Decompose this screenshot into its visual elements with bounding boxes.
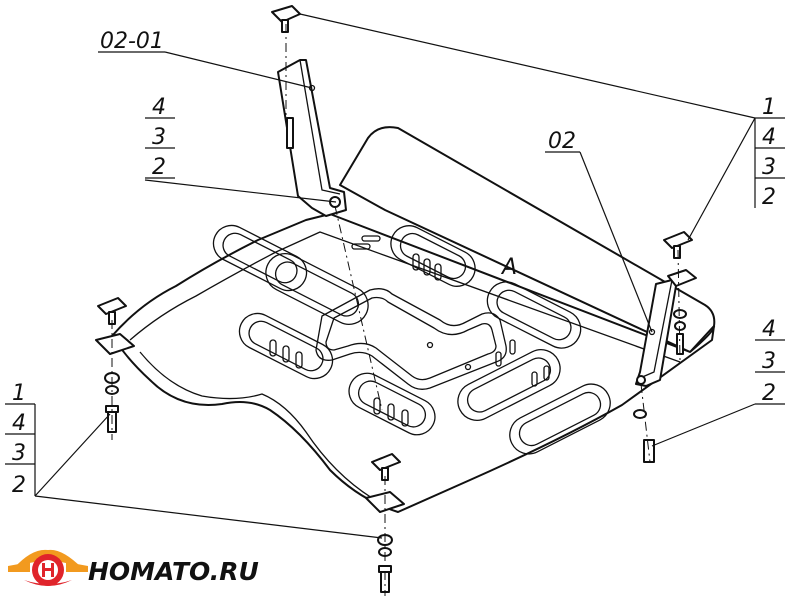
label-tl-2: 2 <box>152 155 166 180</box>
label-bl-3: 3 <box>12 441 26 466</box>
label-mr-2: 2 <box>762 381 776 406</box>
bracket-02-01 <box>277 59 347 217</box>
label-tr-1: 1 <box>762 95 776 120</box>
homato-logo: HOMATO.RU <box>8 549 259 586</box>
washer-stack-right <box>633 409 655 463</box>
label-tl-4: 4 <box>152 95 166 120</box>
label-02: 02 <box>548 129 576 154</box>
label-bl-2: 2 <box>12 473 26 498</box>
skid-plate <box>111 126 716 513</box>
washer-stack-bottom <box>377 534 393 593</box>
label-bl-1: 1 <box>12 381 26 406</box>
leader-lines <box>5 13 785 539</box>
label-tr-2: 2 <box>762 185 776 210</box>
label-bl-4: 4 <box>12 411 26 436</box>
label-tr-3: 3 <box>762 155 776 180</box>
logo-emblem-icon <box>8 549 88 586</box>
label-mr-3: 3 <box>762 349 776 374</box>
logo-text: HOMATO.RU <box>88 557 259 586</box>
bolt-right-top <box>663 231 693 259</box>
label-02-01: 02-01 <box>100 29 164 54</box>
plate-mark: A <box>500 255 517 280</box>
label-tl-3: 3 <box>152 125 166 150</box>
label-mr-4: 4 <box>762 317 776 342</box>
label-tr-4: 4 <box>762 125 776 150</box>
tab-right <box>667 269 697 355</box>
assembly-axes <box>111 24 681 596</box>
